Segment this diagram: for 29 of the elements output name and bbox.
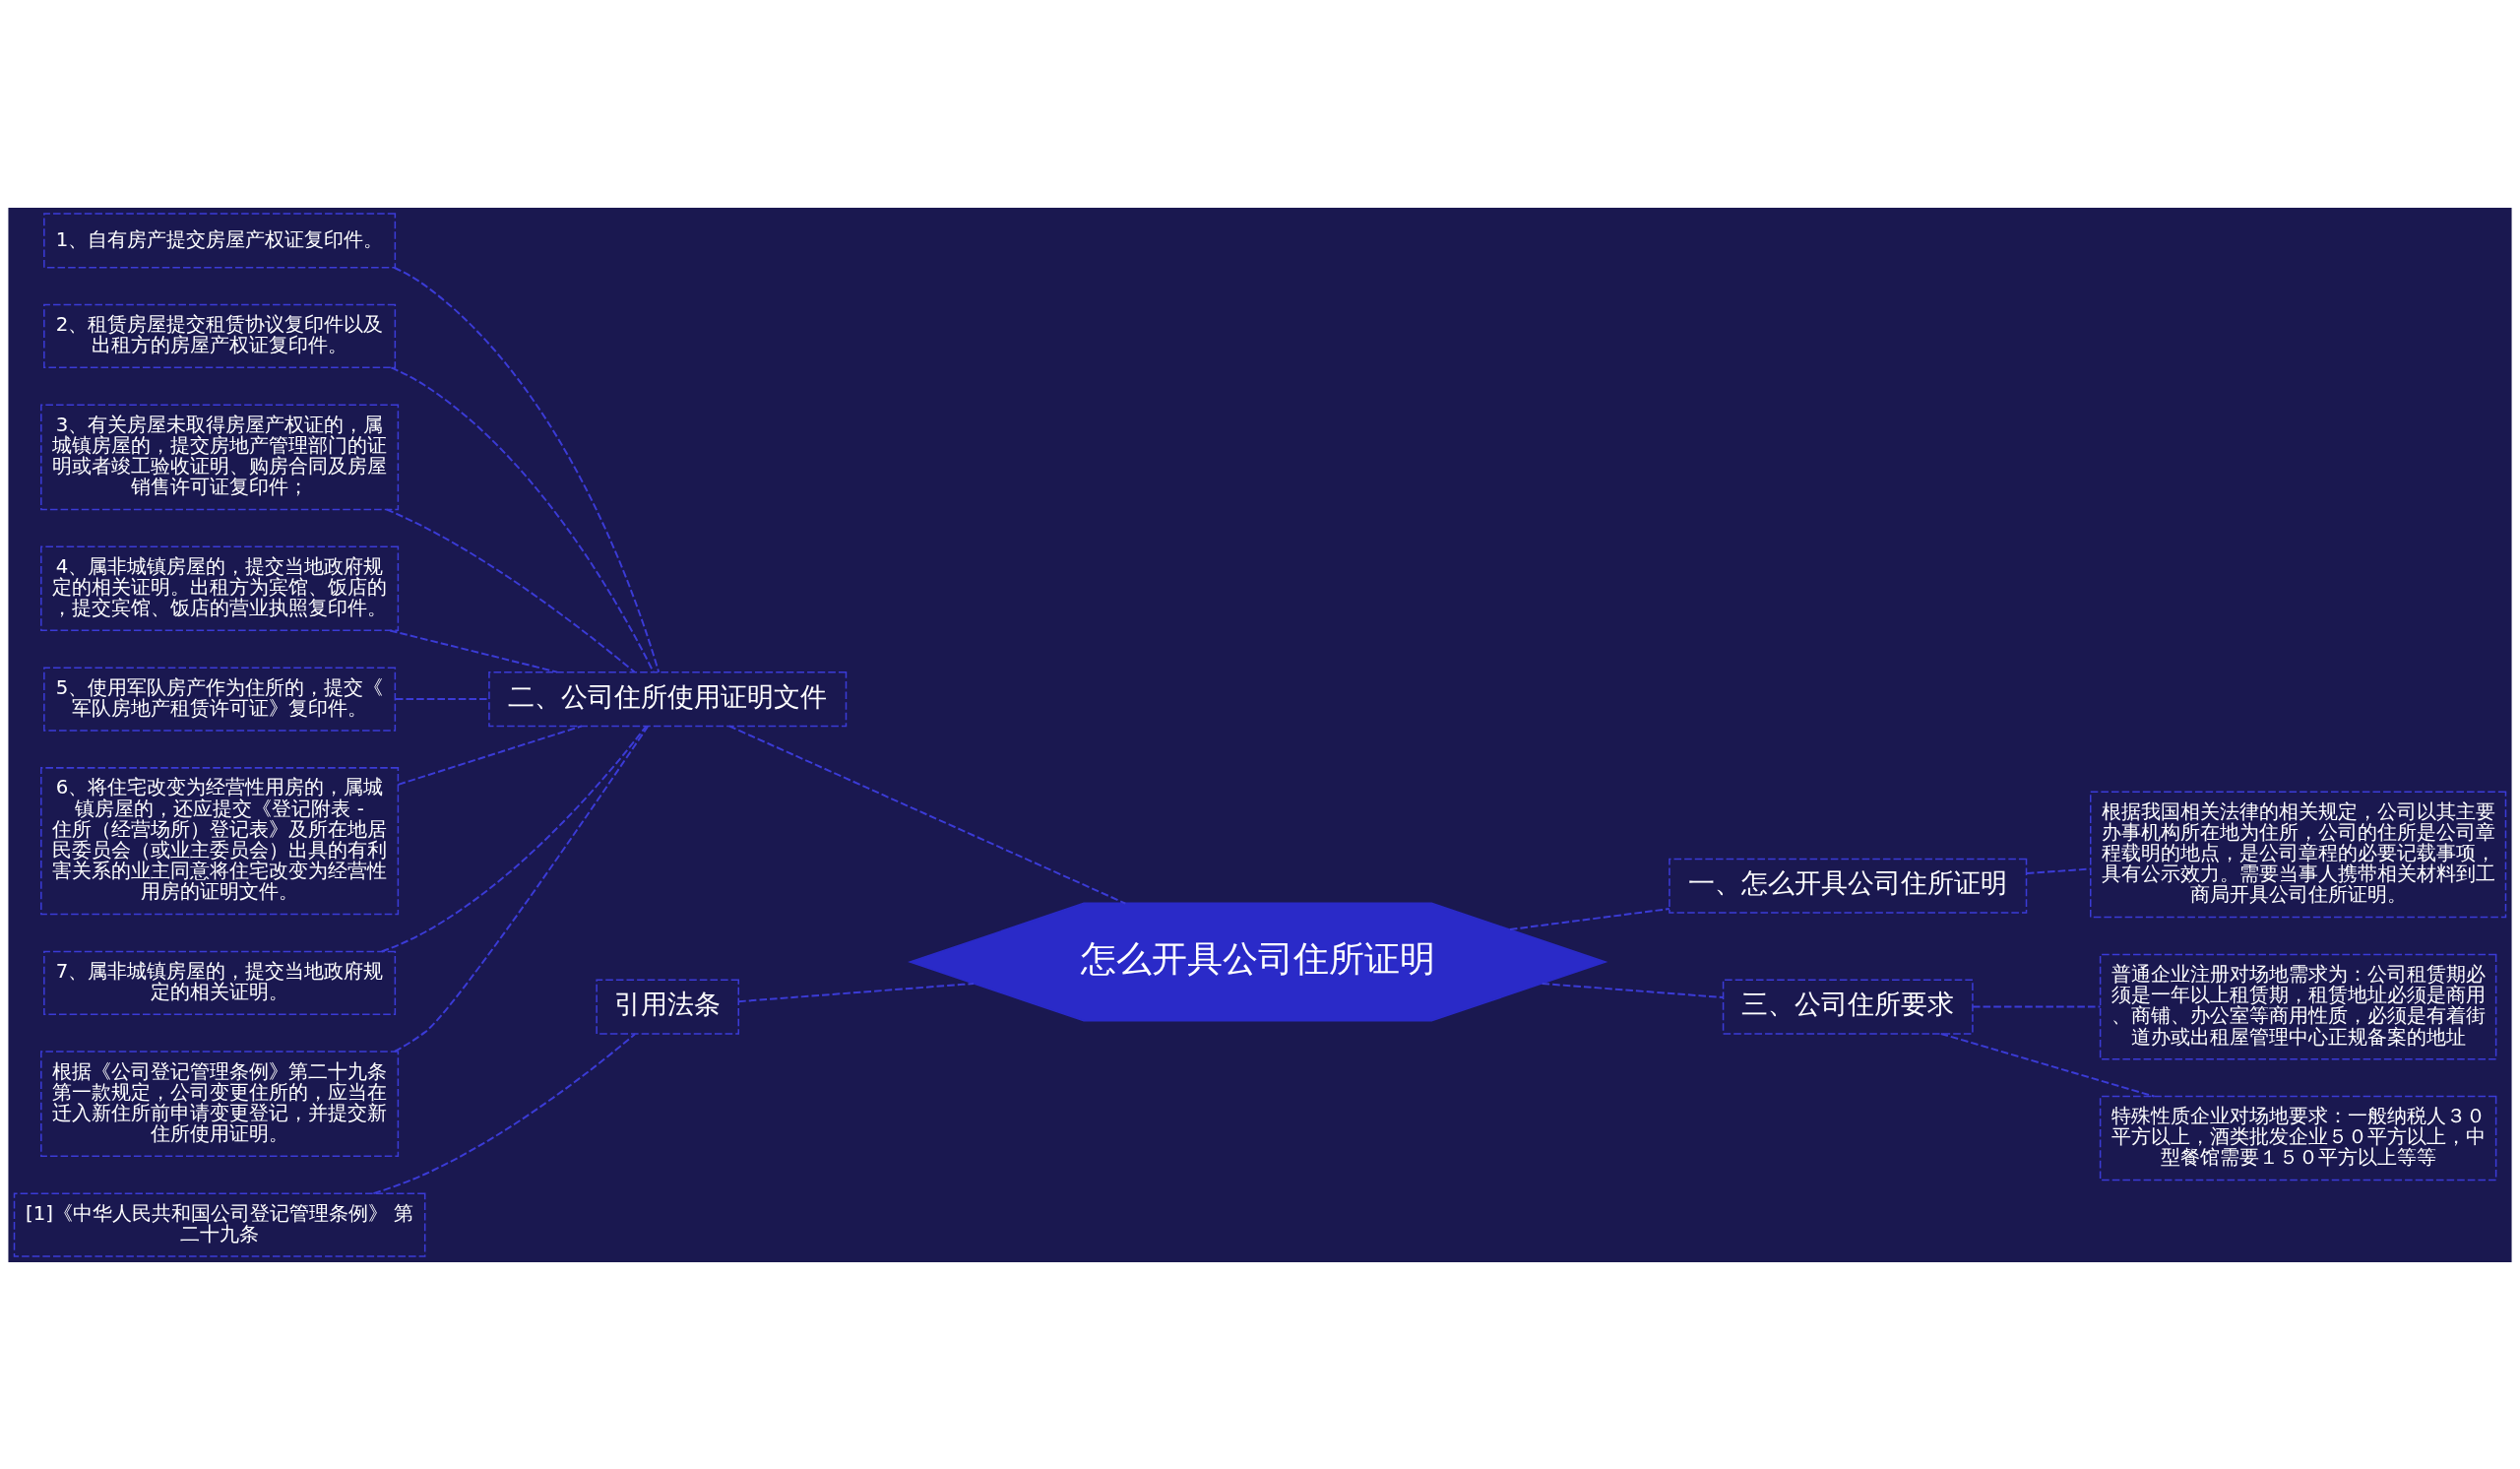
connector: [390, 365, 655, 672]
connector: [385, 507, 636, 673]
node-box: 4、属非城镇房屋的，提交当地政府规定的相关证明。出租方为宾馆、饭店的，提交宾馆、饭店的营业执照复印件。: [40, 545, 400, 631]
node-box: 5、使用军队房产作为住所的，提交《军队房地产租赁许可证》复印件。: [43, 667, 397, 732]
connector: [393, 725, 649, 1053]
node-box: 3、有关房屋未取得房屋产权证的，属城镇房屋的，提交房地产管理部门的证明或者竣工验收证明、购房合同及房屋销售许可证复印件；: [40, 404, 400, 510]
node-box: 2、租赁房屋提交租赁协议复印件以及出租方的房屋产权证复印件。: [43, 303, 397, 368]
node-box: 6、将住宅改变为经营性用房的，属城镇房屋的，还应提交《登记附表 - 住所（经营场所）登记表》及所在地居民委员会（或业主委员会）出具的有利害关系的业主同意将住宅改变为经营性用房的证明文件。: [40, 766, 400, 915]
connector: [389, 628, 559, 673]
node-box: 一、怎么开具公司住所证明: [1669, 858, 2028, 914]
node-box: 根据《公司登记管理条例》第二十九条第一款规定，公司变更住所的，应当在迁入新住所前申请变更登记，并提交新住所使用证明。: [40, 1050, 400, 1157]
connector: [737, 982, 975, 1002]
node-box: [1]《中华人民共和国公司登记管理条例》 第二十九条: [13, 1191, 426, 1257]
node-box: 二、公司住所使用证明文件: [488, 671, 848, 727]
connector: [1541, 982, 1725, 998]
node-box: 特殊性质企业对场地要求：一般纳税人３０平方以上，酒类批发企业５０平方以上，中型餐馆需要１５０平方以上等等: [2099, 1095, 2497, 1181]
connector: [393, 266, 661, 673]
node-box: 普通企业注册对场地需求为：公司租赁期必须是一年以上租赁期，租赁地址必须是商用、商铺、办公室等商用性质，必须是有着街道办或出租屋管理中心正规备案的地址: [2099, 953, 2497, 1059]
node-box: 根据我国相关法律的相关规定，公司以其主要办事机构所在地为住所，公司的住所是公司章程载明的地点，是公司章程的必要记载事项，具有公示效力。需要当事人携带相关材料到工商局开具公司住所证明。: [2090, 790, 2507, 918]
node-box: 1、自有房产提交房屋产权证复印件。: [43, 212, 397, 268]
node-box: 引用法条: [596, 979, 739, 1035]
connector: [727, 724, 1127, 905]
connector: [395, 697, 490, 700]
node-box: 7、属非城镇房屋的，提交当地政府规定的相关证明。: [43, 950, 397, 1015]
connector: [1508, 907, 1670, 930]
connector: [380, 725, 648, 952]
node-box: 三、公司住所要求: [1722, 979, 1974, 1035]
connector: [1972, 1005, 2102, 1008]
connector: [397, 724, 583, 786]
